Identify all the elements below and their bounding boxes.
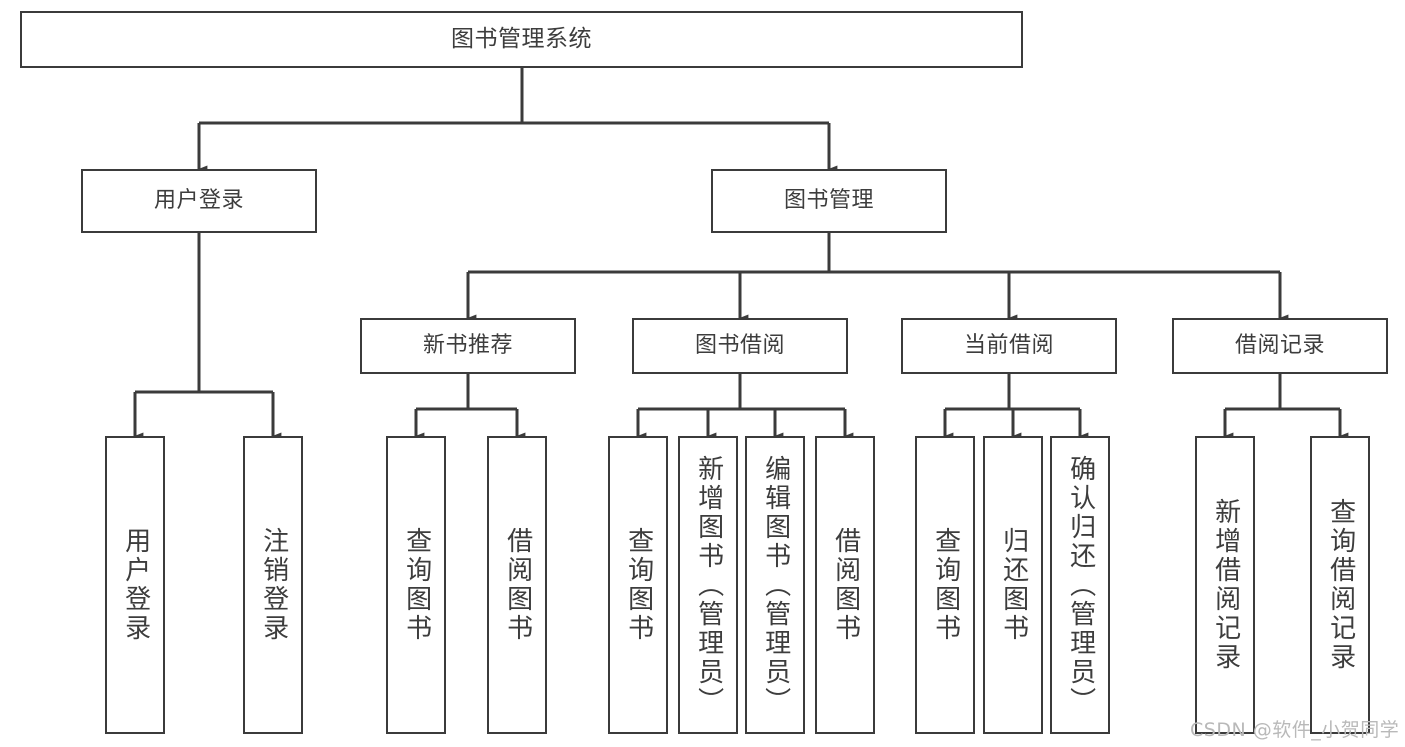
node-l2-borrow[interactable]: 图书借阅 bbox=[632, 318, 848, 374]
node-l3-userlogin[interactable]: 用户登录 bbox=[105, 436, 165, 734]
node-l3-bo-query[interactable]: 查询图书 bbox=[608, 436, 668, 734]
node-label: 图书管理系统 bbox=[451, 25, 592, 52]
node-label: 查询图书 bbox=[623, 527, 654, 643]
node-l3-nb-query[interactable]: 查询图书 bbox=[386, 436, 446, 734]
node-l3-logout[interactable]: 注销登录 bbox=[243, 436, 303, 734]
node-l3-bo-add[interactable]: 新增图书（管理员） bbox=[678, 436, 738, 734]
node-l3-bo-edit[interactable]: 编辑图书（管理员） bbox=[745, 436, 805, 734]
node-l3-rec-add[interactable]: 新增借阅记录 bbox=[1195, 436, 1255, 734]
node-label: 借阅图书 bbox=[502, 527, 533, 643]
node-l2-records[interactable]: 借阅记录 bbox=[1172, 318, 1388, 374]
node-l3-bo-loan[interactable]: 借阅图书 bbox=[815, 436, 875, 734]
node-l3-nb-borrow[interactable]: 借阅图书 bbox=[487, 436, 547, 734]
node-label: 新增图书（管理员） bbox=[693, 454, 724, 716]
node-label: 新书推荐 bbox=[422, 333, 513, 359]
node-label: 注销登录 bbox=[258, 527, 289, 643]
node-label: 查询借阅记录 bbox=[1325, 498, 1356, 672]
node-l3-cu-query[interactable]: 查询图书 bbox=[915, 436, 975, 734]
node-l1-login[interactable]: 用户登录 bbox=[81, 169, 317, 233]
edges bbox=[133, 68, 1349, 440]
node-l2-current[interactable]: 当前借阅 bbox=[901, 318, 1117, 374]
node-label: 图书借阅 bbox=[694, 333, 785, 359]
node-label: 借阅图书 bbox=[830, 527, 861, 643]
node-l2-newbook[interactable]: 新书推荐 bbox=[360, 318, 576, 374]
node-label: 借阅记录 bbox=[1234, 333, 1325, 359]
node-label: 当前借阅 bbox=[963, 333, 1054, 359]
node-label: 新增借阅记录 bbox=[1210, 498, 1241, 672]
node-l1-bookmgr[interactable]: 图书管理 bbox=[711, 169, 947, 233]
node-label: 归还图书 bbox=[998, 527, 1029, 643]
node-label: 编辑图书（管理员） bbox=[760, 454, 791, 716]
node-label: 确认归还（管理员） bbox=[1065, 454, 1096, 716]
node-root[interactable]: 图书管理系统 bbox=[20, 11, 1023, 68]
node-label: 查询图书 bbox=[401, 527, 432, 643]
node-label: 用户登录 bbox=[153, 188, 244, 214]
node-label: 查询图书 bbox=[930, 527, 961, 643]
node-l3-rec-query[interactable]: 查询借阅记录 bbox=[1310, 436, 1370, 734]
node-label: 用户登录 bbox=[120, 527, 151, 643]
node-label: 图书管理 bbox=[783, 188, 874, 214]
node-l3-cu-confirm[interactable]: 确认归还（管理员） bbox=[1050, 436, 1110, 734]
watermark: CSDN @软件_小贺同学 bbox=[1190, 719, 1400, 741]
node-l3-cu-return[interactable]: 归还图书 bbox=[983, 436, 1043, 734]
